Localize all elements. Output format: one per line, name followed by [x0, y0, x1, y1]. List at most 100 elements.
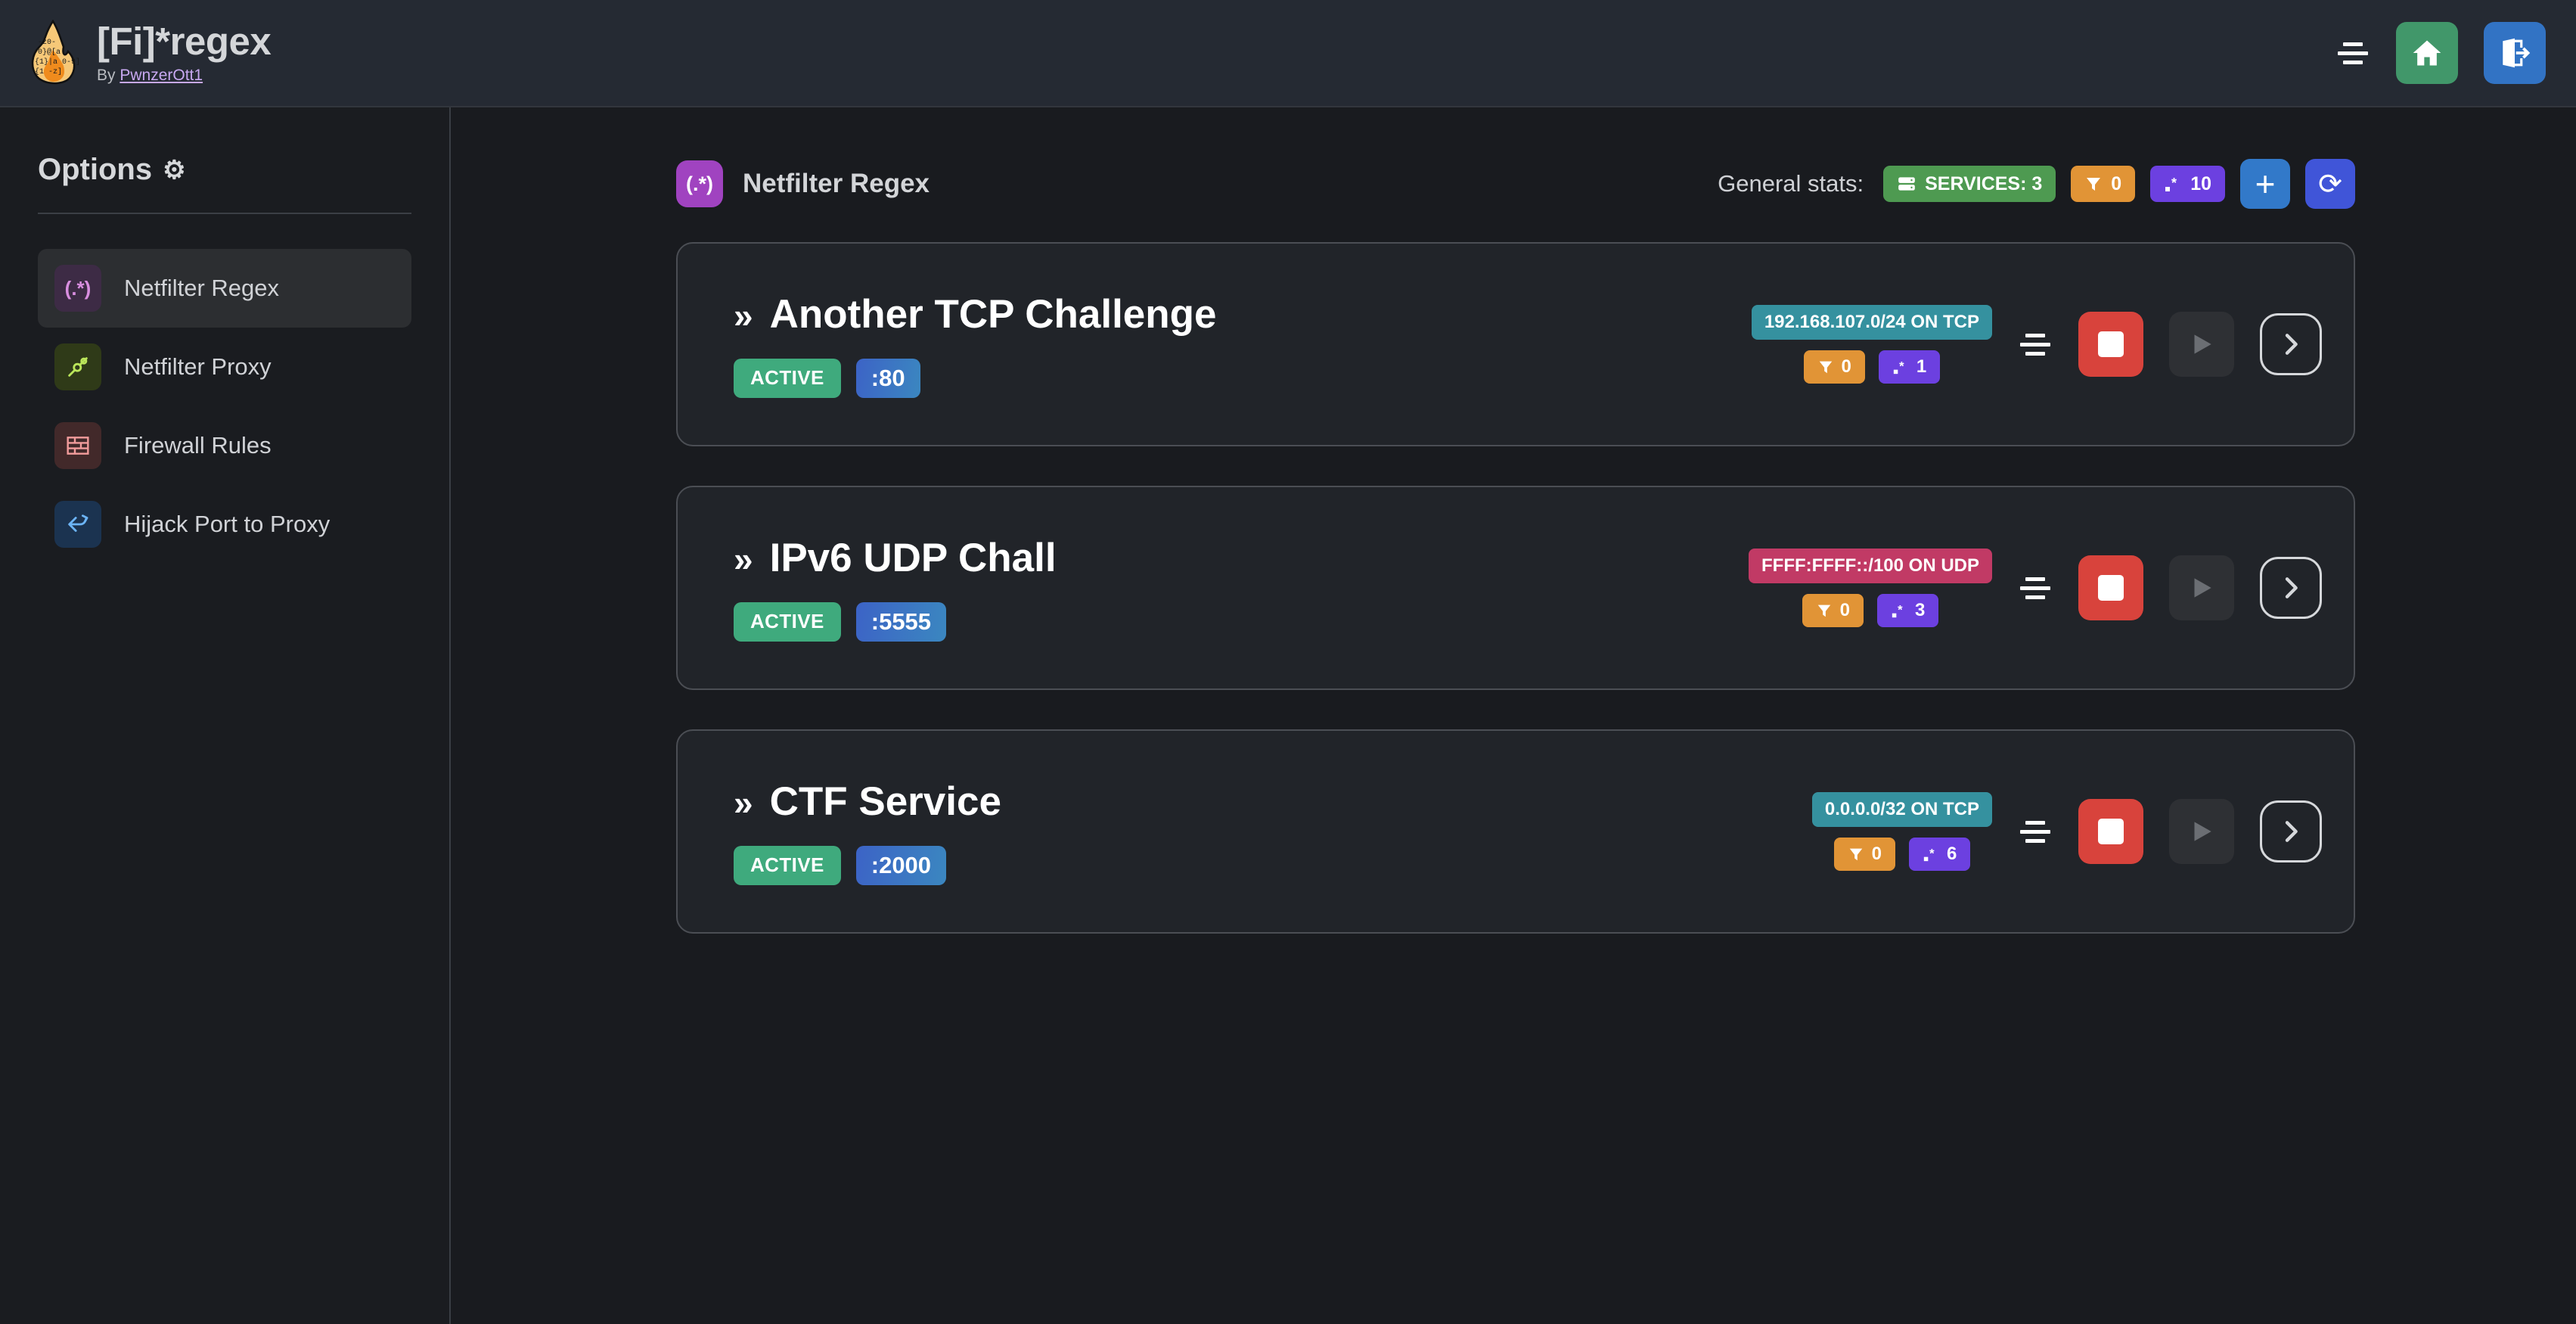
sidebar: Options ⚙ (.*) Netfilter Regex Netfilter… — [0, 107, 451, 1324]
network-badge: 192.168.107.0/24 ON TCP — [1751, 305, 1992, 340]
filters-counter-label: 0 — [1841, 356, 1851, 377]
chevron-right-icon — [2276, 573, 2306, 603]
svg-text:-z0-: -z0- — [38, 39, 56, 47]
filter-icon — [1848, 846, 1864, 862]
service-info: » CTF Service ACTIVE :2000 — [734, 779, 1001, 885]
hijack-icon — [54, 501, 101, 548]
general-stats-label: General stats: — [1718, 170, 1864, 197]
service-network-stats: 0.0.0.0/32 ON TCP 0 — [1811, 792, 1992, 871]
port-badge: :80 — [855, 358, 920, 398]
play-button[interactable] — [2169, 799, 2234, 864]
filters-counter-label: 0 — [1871, 844, 1882, 864]
play-icon — [2187, 330, 2216, 359]
filters-counter: 0 — [1833, 838, 1895, 871]
regex-counter-label: 3 — [1915, 600, 1926, 620]
svg-text:{1}|a 0-9]: {1}|a 0-9] — [35, 57, 79, 67]
sidebar-item-firewall-rules[interactable]: Firewall Rules — [38, 406, 411, 485]
stop-button[interactable] — [2078, 799, 2143, 864]
network-badge: 0.0.0.0/32 ON TCP — [1811, 792, 1992, 827]
firewall-icon — [54, 422, 101, 469]
service-card[interactable]: » IPv6 UDP Chall ACTIVE :5555 FFFF:FFFF:… — [676, 486, 2355, 690]
sort-lines-icon[interactable] — [2018, 819, 2053, 844]
filters-counter-label: 0 — [1839, 600, 1850, 620]
home-button[interactable] — [2396, 22, 2458, 84]
brand: -z0- 0}@[a {1}|a 0-9] {1 -z] [Fi]*regex … — [27, 19, 272, 86]
service-name: Another TCP Challenge — [769, 291, 1217, 337]
svg-text:0}@[a: 0}@[a — [38, 48, 61, 57]
regex-dot-icon: * — [2164, 175, 2182, 193]
chevron-double-right-icon: » — [734, 782, 753, 822]
general-stats: General stats: SERVICES: 3 0 — [1718, 159, 2355, 209]
chevron-right-icon — [2276, 329, 2306, 359]
gear-icon[interactable]: ⚙ — [163, 155, 186, 185]
app-title: [Fi]*regex — [97, 19, 272, 63]
filter-icon — [1817, 359, 1834, 375]
play-icon — [2187, 817, 2216, 846]
stop-icon — [2098, 575, 2124, 601]
port-badge: :2000 — [855, 845, 947, 885]
filters-counter: 0 — [1802, 594, 1864, 627]
service-name: IPv6 UDP Chall — [769, 535, 1057, 580]
status-badge: ACTIVE — [734, 601, 841, 642]
app-byline: By PwnzerOtt1 — [97, 67, 271, 85]
regex-dot-icon: * — [1891, 602, 1907, 619]
regex-counter-label: 1 — [1916, 356, 1927, 377]
service-counters: 0 * 3 — [1802, 594, 1939, 627]
service-counters: 0 * 6 — [1833, 838, 1971, 871]
sidebar-item-label: Hijack Port to Proxy — [124, 511, 331, 537]
service-network-stats: FFFF:FFFF::/100 ON UDP 0 — [1749, 549, 1992, 627]
regex-counter: * 6 — [1908, 838, 1971, 871]
service-card[interactable]: » Another TCP Challenge ACTIVE :80 192.1… — [676, 242, 2355, 446]
service-counters: 0 * 1 — [1803, 350, 1941, 384]
filters-badge: 0 — [2071, 166, 2136, 202]
service-title-row: » CTF Service — [734, 779, 1001, 825]
sort-lines-icon[interactable] — [2018, 575, 2053, 601]
add-service-button[interactable]: + — [2240, 159, 2290, 209]
regex-dot-icon: * — [1923, 846, 1939, 862]
header-actions — [2335, 22, 2546, 84]
home-icon — [2410, 36, 2444, 70]
page-title: Netfilter Regex — [743, 169, 930, 198]
top-header-bar: -z0- 0}@[a {1}|a 0-9] {1 -z] [Fi]*regex … — [0, 0, 2576, 107]
stop-button[interactable] — [2078, 555, 2143, 620]
service-badges: ACTIVE :5555 — [734, 601, 1057, 642]
service-badges: ACTIVE :80 — [734, 358, 1217, 398]
service-title-row: » IPv6 UDP Chall — [734, 535, 1057, 581]
stop-button[interactable] — [2078, 312, 2143, 377]
regex-badge-label: 10 — [2190, 172, 2211, 194]
sidebar-divider — [38, 213, 411, 214]
stop-icon — [2098, 331, 2124, 357]
service-card[interactable]: » CTF Service ACTIVE :2000 0.0.0.0/32 ON… — [676, 729, 2355, 934]
regex-icon: (.*) — [676, 160, 723, 207]
regex-counter: * 1 — [1878, 350, 1941, 384]
menu-lines-icon[interactable] — [2335, 40, 2370, 66]
logout-icon — [2499, 37, 2531, 69]
filters-badge-label: 0 — [2111, 172, 2122, 194]
sidebar-title: Options — [38, 153, 153, 186]
play-button[interactable] — [2169, 555, 2234, 620]
sort-lines-icon[interactable] — [2018, 331, 2053, 357]
regex-dot-icon: * — [1892, 359, 1909, 375]
sidebar-item-hijack-port-to-proxy[interactable]: Hijack Port to Proxy — [38, 485, 411, 564]
details-button[interactable] — [2260, 800, 2322, 862]
details-button[interactable] — [2260, 557, 2322, 619]
main-header: (.*) Netfilter Regex General stats: SERV… — [676, 159, 2355, 209]
svg-text:*: * — [1899, 360, 1904, 374]
play-button[interactable] — [2169, 312, 2234, 377]
sidebar-item-netfilter-proxy[interactable]: Netfilter Proxy — [38, 328, 411, 406]
service-title-row: » Another TCP Challenge — [734, 291, 1217, 337]
logout-button[interactable] — [2484, 22, 2546, 84]
svg-text:*: * — [2171, 176, 2177, 191]
port-badge: :5555 — [855, 601, 947, 642]
regex-counter-label: 6 — [1946, 844, 1957, 864]
author-link[interactable]: PwnzerOtt1 — [119, 67, 203, 85]
chevron-double-right-icon: » — [734, 539, 753, 579]
main-content: (.*) Netfilter Regex General stats: SERV… — [452, 107, 2576, 1324]
refresh-button[interactable]: ⟳ — [2305, 159, 2355, 209]
details-button[interactable] — [2260, 313, 2322, 375]
service-info: » IPv6 UDP Chall ACTIVE :5555 — [734, 535, 1057, 642]
sidebar-item-netfilter-regex[interactable]: (.*) Netfilter Regex — [38, 249, 411, 328]
play-icon — [2187, 573, 2216, 602]
service-name: CTF Service — [769, 779, 1001, 824]
service-info: » Another TCP Challenge ACTIVE :80 — [734, 291, 1217, 398]
